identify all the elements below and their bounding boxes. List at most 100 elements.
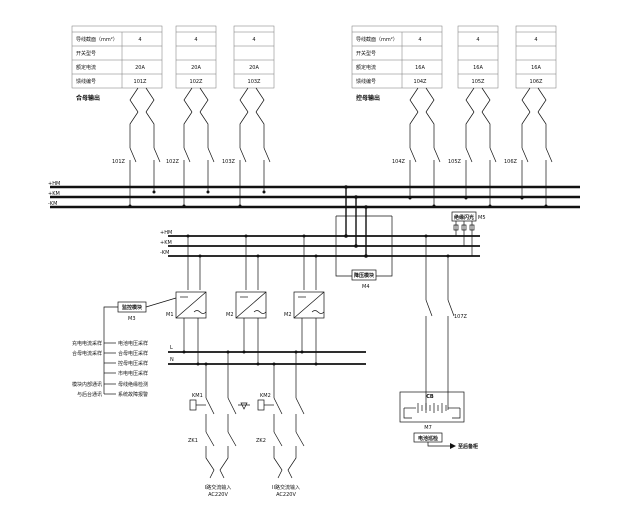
charger-module: M1 <box>166 291 207 319</box>
bus-tie-wiring <box>335 185 393 277</box>
bus-label: L <box>170 345 173 351</box>
cell-value: 4 <box>194 37 197 43</box>
cell-value: 16A <box>473 65 483 71</box>
row-label-feeder-number: 馈线编号 <box>356 78 376 85</box>
cell-value: 105Z <box>472 79 486 85</box>
feeder-branch: 102Z <box>166 87 215 206</box>
charger-ac-wiring <box>182 318 318 366</box>
cell-value: 16A <box>415 65 425 71</box>
signal-right: 控母电压采样 <box>118 360 148 367</box>
feeder-table: 4 20A 102Z <box>175 25 217 89</box>
row-label-rated-current: 额定电流 <box>76 64 96 71</box>
mid-bus: +HM +KM -KM <box>160 230 480 257</box>
charger-code: M2 <box>226 312 234 318</box>
feeder-branch: 104Z <box>392 87 441 206</box>
ac-switch-label: ZK1 <box>188 438 198 444</box>
cell-value: 102Z <box>190 79 204 85</box>
signal-right: 系统故障报警 <box>118 391 148 398</box>
feeder-table: 4 20A 103Z <box>233 25 275 89</box>
insulation-flash-box: 绝缘闪光 M5 <box>451 211 486 256</box>
battery-circuit: 107Z CB M7 电池巡检 至后备柜 <box>399 234 478 450</box>
cell-value: 101Z <box>134 79 148 85</box>
signal-left: 与后台通讯 <box>77 391 102 398</box>
battery-code: CB <box>426 394 434 400</box>
cell-value: 4 <box>138 37 141 43</box>
cell-value: 16A <box>531 65 541 71</box>
ac-bus: L N <box>168 345 366 365</box>
cell-value: 20A <box>191 65 201 71</box>
cell-value: 103Z <box>248 79 262 85</box>
step-down-label: 降压模块 <box>354 272 375 279</box>
battery-out-label: 至后备柜 <box>458 443 478 450</box>
closing-output-label: 合母输出 <box>76 94 100 102</box>
feeder-table: 导线截面（mm²） 开关型号 额定电流 馈线编号 4 20A 101Z <box>71 25 163 89</box>
contactor-label: KM2 <box>260 393 271 399</box>
monitor-label: 监控模块 <box>122 304 143 311</box>
signal-list: 充电电流采样 合母电流采样 模块内部通讯 与后台通讯 电池电压采样 合母电压采样… <box>72 340 148 398</box>
breaker-label: 101Z <box>112 159 126 165</box>
feeder-branch: 106Z <box>504 87 553 206</box>
cell-value: 20A <box>249 65 259 71</box>
ac-switch-label: ZK2 <box>256 438 266 444</box>
bus-label: -KM <box>48 201 57 207</box>
feeder-branch: 101Z <box>112 87 161 206</box>
cell-value: 4 <box>252 37 255 43</box>
charger-module: M2 <box>284 291 325 319</box>
charger-feed-wiring <box>186 234 318 290</box>
breaker-label: 106Z <box>504 159 518 165</box>
control-output-label: 控母输出 <box>356 94 380 102</box>
monitor-module: 监控模块 M3 <box>103 297 177 394</box>
signal-left: 充电电流采样 <box>72 340 102 347</box>
battery-meter-code: M7 <box>424 425 432 431</box>
battery-meter-label: 电池巡检 <box>418 435 438 442</box>
bus-label: -KM <box>160 250 169 256</box>
row-label-switch-model: 开关型号 <box>356 50 376 57</box>
signal-right: 合母电压采样 <box>118 350 148 357</box>
monitor-code: M3 <box>128 316 136 322</box>
cell-value: 106Z <box>530 79 544 85</box>
row-label-cross-section: 导线截面（mm²） <box>356 36 398 43</box>
top-bus: +HM +KM -KM <box>48 181 580 209</box>
charger-module: M2 <box>226 291 267 319</box>
row-label-feeder-number: 馈线编号 <box>76 78 96 85</box>
breaker-label: 102Z <box>166 159 180 165</box>
contactor-label: KM1 <box>192 393 203 399</box>
bus-label: +HM <box>160 230 172 236</box>
signal-right: 市电电压采样 <box>118 370 148 377</box>
feeder-table: 4 16A 105Z <box>457 25 499 89</box>
cell-value: 20A <box>135 65 145 71</box>
row-label-cross-section: 导线截面（mm²） <box>76 36 118 43</box>
cell-value: 4 <box>476 37 479 43</box>
feeder-branch: 105Z <box>448 87 497 206</box>
bus-label: +KM <box>48 191 60 197</box>
cell-value: 4 <box>534 37 537 43</box>
flash-box-label: 绝缘闪光 <box>454 214 474 221</box>
signal-left: 合母电流采样 <box>72 350 102 357</box>
step-down-code: M4 <box>362 284 370 290</box>
ac-input-label: I路交流输入 <box>205 484 231 491</box>
feeder-table: 导线截面（mm²） 开关型号 额定电流 馈线编号 4 16A 104Z <box>351 25 443 89</box>
breaker-label: 103Z <box>222 159 236 165</box>
row-label-rated-current: 额定电流 <box>356 64 376 71</box>
charger-code: M2 <box>284 312 292 318</box>
cell-value: 104Z <box>414 79 428 85</box>
breaker-label: 104Z <box>392 159 406 165</box>
signal-right: 电池电压采样 <box>118 340 148 347</box>
step-down-module: 降压模块 M4 <box>351 269 377 290</box>
charger-code: M1 <box>166 312 174 318</box>
breaker-label: 105Z <box>448 159 462 165</box>
battery-breaker-label: 107Z <box>454 314 468 320</box>
flash-box-code: M5 <box>478 215 486 221</box>
bus-label: +KM <box>160 240 172 246</box>
row-label-switch-model: 开关型号 <box>76 50 96 57</box>
signal-left: 模块内部通讯 <box>72 381 102 388</box>
signal-right: 母线绝缘检测 <box>118 381 148 388</box>
ac-input-voltage: AC220V <box>276 492 296 498</box>
cell-value: 4 <box>418 37 421 43</box>
ac-input-circuit: KM1 KM2 ZK1 ZK2 I路交流输入 AC220V II路交流输入 AC… <box>188 350 305 498</box>
ac-input-label: II路交流输入 <box>272 484 300 491</box>
bus-label: N <box>170 357 174 363</box>
bus-label: +HM <box>48 181 60 187</box>
feeder-table: 4 16A 106Z <box>515 25 557 89</box>
